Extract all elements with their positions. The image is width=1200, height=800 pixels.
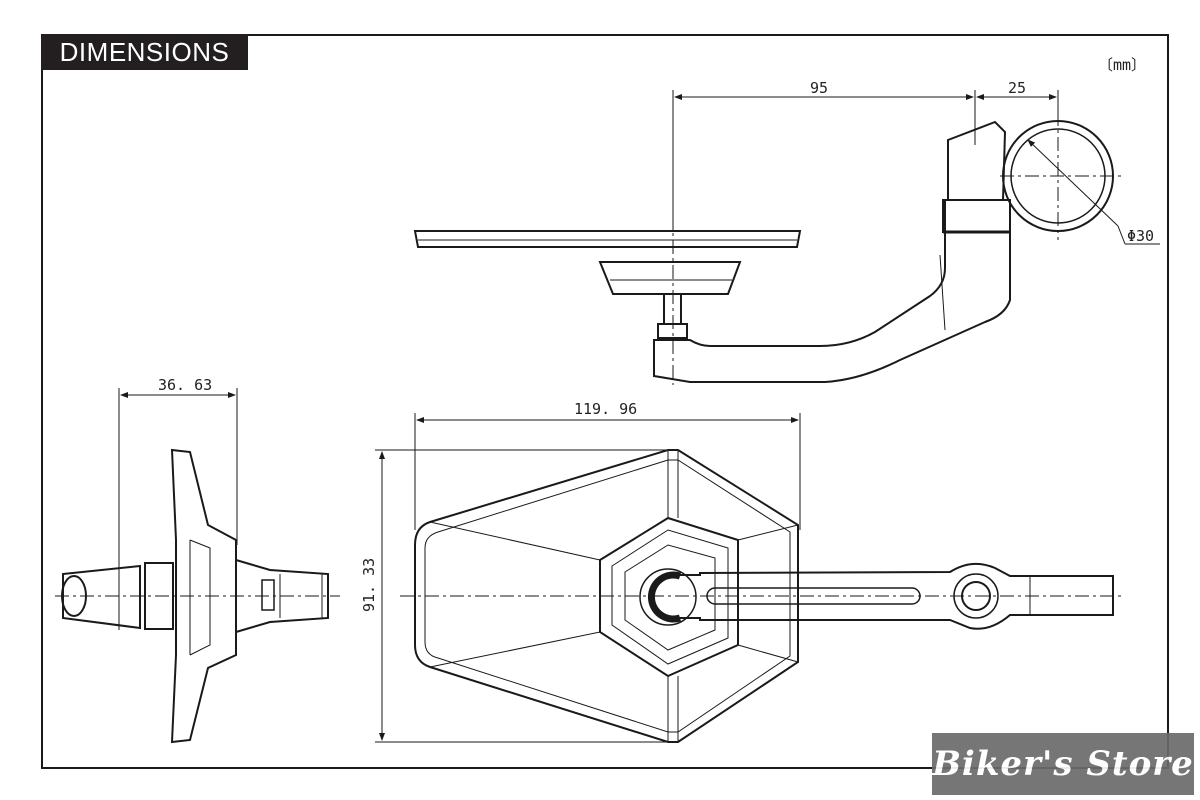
dim-front-width: 119. 96 <box>574 400 637 418</box>
front-view <box>414 449 1114 743</box>
stem-nut <box>657 323 688 339</box>
mirror-arm <box>653 199 1011 383</box>
dim-side-width: 36. 63 <box>158 376 212 394</box>
dim-95: 95 <box>810 79 828 97</box>
page-title: DIMENSIONS <box>41 34 248 70</box>
side-arm-end <box>235 558 329 634</box>
top-view <box>413 120 1114 383</box>
mirror-back-cup <box>598 261 742 295</box>
dim-front-height: 91. 33 <box>360 558 378 612</box>
dim-clamp-diameter: Φ30 <box>1127 227 1154 245</box>
logo-badge <box>639 568 697 626</box>
watermark-text: Biker's Store <box>932 744 1194 784</box>
mirror-outline <box>414 449 799 743</box>
inner-hexagon <box>599 516 739 678</box>
clamp-body <box>947 120 1007 201</box>
drawing-frame <box>41 34 1169 769</box>
watermark-banner: Biker's Store <box>932 733 1194 795</box>
units-label: 〔mm〕 <box>1098 56 1147 74</box>
mirror-head-top <box>413 230 802 248</box>
dim-25: 25 <box>1008 79 1026 97</box>
